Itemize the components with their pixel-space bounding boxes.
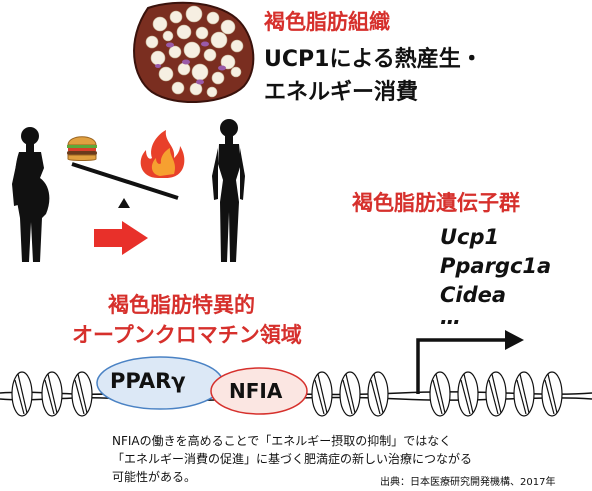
gene-cidea: Cidea <box>440 283 507 307</box>
gene-ppargc1a: Ppargc1a <box>440 254 552 278</box>
brown-adipose-tissue-illustration <box>133 1 255 103</box>
slim-person-silhouette <box>212 119 245 262</box>
fire-icon <box>140 130 185 178</box>
caption-line2: 「エネルギー消費の促進」に基づく肥満症の新しい治療につながる <box>112 452 473 466</box>
ucp1-line2: エネルギー消費 <box>264 80 419 105</box>
red-right-arrow-icon <box>94 221 148 255</box>
gene-ellipsis: … <box>440 305 461 329</box>
gene-ucp1: Ucp1 <box>440 225 500 249</box>
region-title-line1: 褐色脂肪特異的 <box>108 293 255 317</box>
pparg-label: PPARγ <box>110 369 186 393</box>
gene-group-title: 褐色脂肪遺伝子群 <box>352 191 520 215</box>
region-title-line2: オープンクロマチン領域 <box>72 323 302 347</box>
nfia-label: NFIA <box>229 379 283 403</box>
caption-line1: NFIAの働きを高めることで「エネルギー摂取の抑制」ではなく <box>112 434 452 448</box>
ucp1-line1: UCP1による熱産生・ <box>264 47 483 72</box>
seesaw-balance <box>71 162 179 208</box>
nucleosome-group <box>11 371 563 417</box>
bat-title: 褐色脂肪組織 <box>264 10 390 34</box>
source-note: 出典：日本医療研究開発機構、2017年 <box>380 477 556 488</box>
nfia-factor-ellipse <box>210 367 308 415</box>
obese-person-silhouette <box>12 127 50 262</box>
hamburger-icon <box>67 136 97 161</box>
transcription-start-arrow <box>416 330 524 394</box>
caption-line3: 可能性がある。 <box>112 470 197 484</box>
